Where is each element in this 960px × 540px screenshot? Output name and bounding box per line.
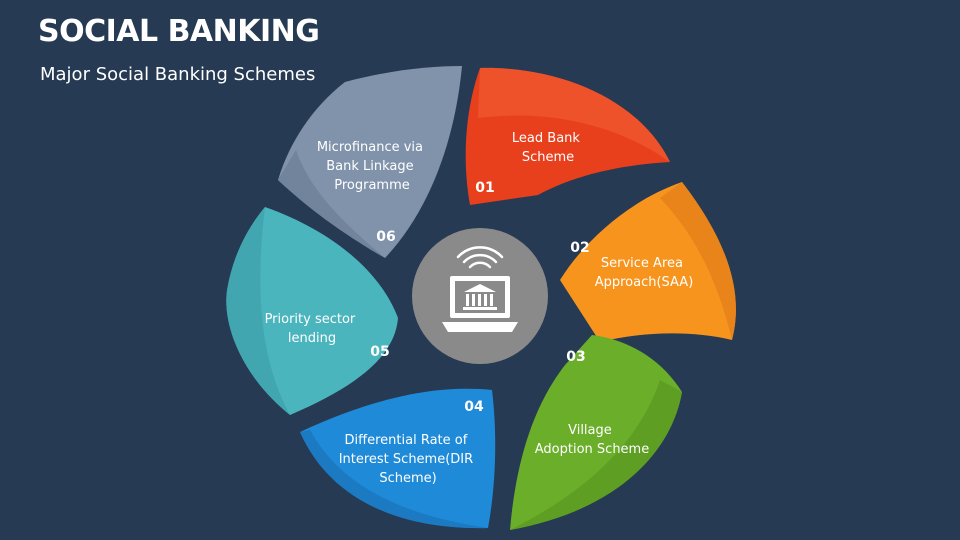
petal-02-number: 02	[570, 240, 589, 256]
petal-01[interactable]: Lead Bank Scheme 01	[465, 67, 670, 205]
petal-05-number: 05	[370, 344, 389, 360]
petal-03-label: Village Adoption Scheme	[535, 423, 649, 457]
bank-laptop-wifi-icon	[442, 246, 518, 332]
petal-01-number: 01	[475, 180, 494, 196]
petal-05-label: Priority sector lending	[265, 312, 360, 346]
petal-06-highlight	[278, 150, 385, 258]
petal-05[interactable]: Priority sector lending 05	[226, 207, 398, 415]
petal-06-label: Microfinance via Bank Linkage Programme	[317, 140, 427, 193]
page-title: SOCIAL BANKING	[38, 14, 320, 49]
petal-04[interactable]: Differential Rate of Interest Scheme(DIR…	[300, 388, 496, 529]
petal-03-highlight	[510, 380, 682, 530]
petal-04-label: Differential Rate of Interest Scheme(DIR…	[339, 433, 478, 486]
petal-02-highlight	[660, 182, 736, 340]
petal-06[interactable]: Microfinance via Bank Linkage Programme …	[278, 66, 462, 258]
petal-01-highlight	[478, 67, 670, 162]
petal-06-number: 06	[376, 229, 395, 245]
page-subtitle: Major Social Banking Schemes	[40, 64, 316, 85]
petal-05-highlight	[226, 207, 290, 415]
petal-04-highlight	[300, 430, 488, 529]
petal-03[interactable]: Village Adoption Scheme 03	[510, 335, 682, 530]
petal-03-shape	[510, 335, 682, 530]
petal-04-number: 04	[464, 399, 484, 415]
center-hub	[412, 228, 548, 364]
petal-01-label: Lead Bank Scheme	[512, 131, 584, 165]
petal-02-label: Service Area Approach(SAA)	[595, 256, 694, 290]
petal-04-shape	[300, 388, 496, 529]
petal-02[interactable]: Service Area Approach(SAA) 02	[560, 182, 736, 342]
petal-03-number: 03	[566, 349, 585, 365]
